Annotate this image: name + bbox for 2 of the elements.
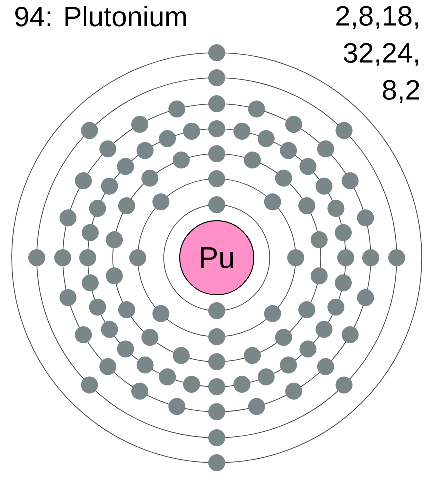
- shell-counts: 2,8,18, 32,24, 8,2: [336, 6, 420, 104]
- title: 94: Plutonium: [16, 6, 186, 27]
